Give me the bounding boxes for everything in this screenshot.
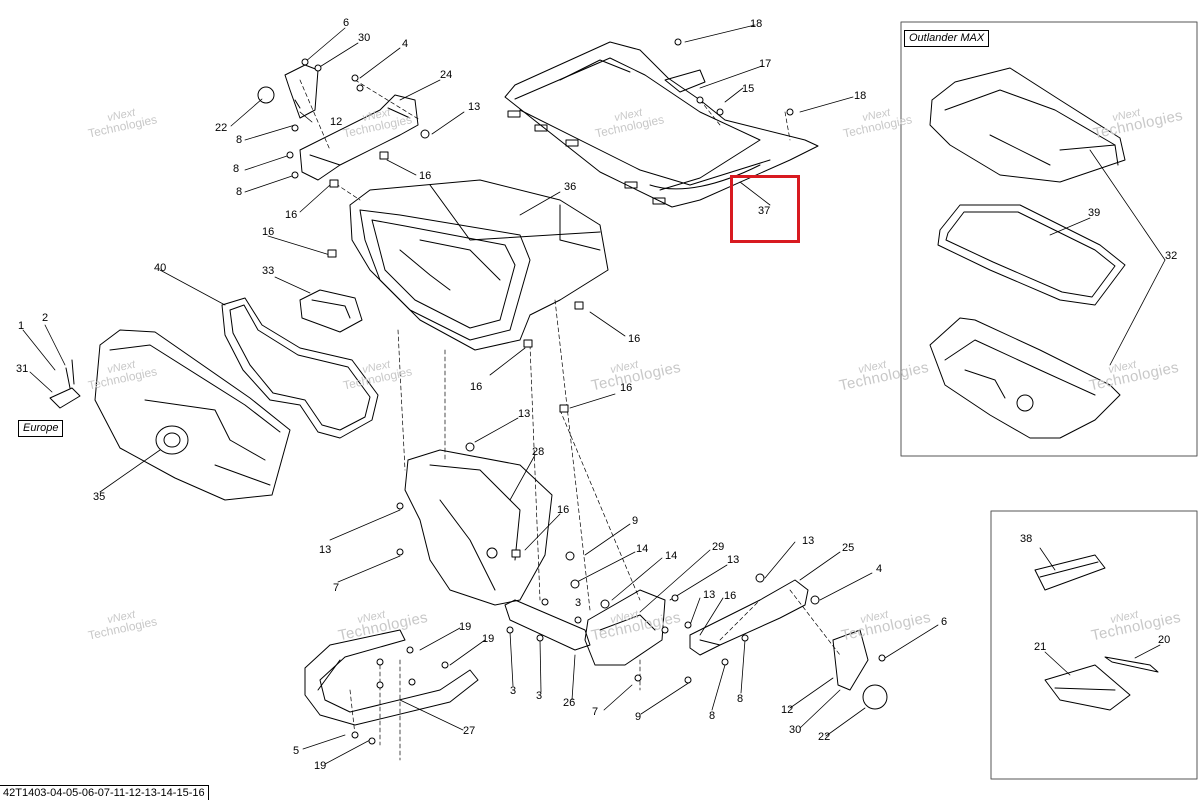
callout-part-31[interactable]: 31 [16,363,29,375]
callout-part-12[interactable]: 12 [781,704,794,716]
part-21-tool [1044,664,1131,711]
callout-part-33[interactable]: 33 [262,265,275,277]
callout-part-16[interactable]: 16 [419,170,432,182]
callout-part-30[interactable]: 30 [789,724,802,736]
callout-part-20[interactable]: 20 [1158,634,1171,646]
part-30-plate-lower [832,629,869,691]
callout-part-13[interactable]: 13 [518,408,531,420]
callout-part-27[interactable]: 27 [463,725,476,737]
callout-part-3[interactable]: 3 [510,685,517,697]
callout-part-9[interactable]: 9 [632,515,639,527]
callout-part-39[interactable]: 39 [1088,207,1101,219]
callout-part-2[interactable]: 2 [42,312,49,324]
callout-part-22[interactable]: 22 [818,731,831,743]
part-26-bracket [504,599,591,651]
part-20-wrench [1104,656,1159,673]
part-24-bracket [299,94,419,181]
callout-part-38[interactable]: 38 [1020,533,1033,545]
part-25-bracket [689,579,809,656]
callout-part-15[interactable]: 15 [742,83,755,95]
callout-part-19[interactable]: 19 [482,633,495,645]
upper-left-bracket-parts [257,64,319,119]
outlander-max-label: Outlander MAX [904,30,990,47]
callout-part-22[interactable]: 22 [215,122,228,134]
callout-part-13[interactable]: 13 [703,589,716,601]
callout-part-16[interactable]: 16 [470,381,483,393]
callout-part-7[interactable]: 7 [333,582,340,594]
callout-part-6[interactable]: 6 [343,17,350,29]
part-27-bumper [304,629,479,726]
callout-part-8[interactable]: 8 [236,186,243,198]
callout-part-8[interactable]: 8 [236,134,243,146]
callout-part-16[interactable]: 16 [262,226,275,238]
callout-part-30[interactable]: 30 [358,32,371,44]
europe-latch-parts [49,359,81,409]
callout-part-18[interactable]: 18 [854,90,867,102]
callout-part-4[interactable]: 4 [876,563,883,575]
callout-part-24[interactable]: 24 [440,69,453,81]
part-32-box [929,317,1121,439]
callout-part-19[interactable]: 19 [459,621,472,633]
part-39-seal [937,204,1126,306]
callout-part-13[interactable]: 13 [802,535,815,547]
callout-part-35[interactable]: 35 [93,491,106,503]
part-40-gasket [221,297,379,439]
callout-part-16[interactable]: 16 [557,504,570,516]
tool-kit-inset-frame [990,510,1198,780]
callout-part-25[interactable]: 25 [842,542,855,554]
part-36-storage-box [349,179,609,351]
callout-part-17[interactable]: 17 [759,58,772,70]
part-35-front-panel [94,329,291,501]
drawing-code: 42T1403-04-05-06-07-11-12-13-14-15-16 [0,785,209,800]
part-32-lid [929,67,1126,183]
outlander-max-inset-frame [900,21,1198,457]
callout-part-19[interactable]: 19 [314,760,327,772]
callout-part-16[interactable]: 16 [285,209,298,221]
part-22-reflector-lower [862,684,888,710]
callout-part-26[interactable]: 26 [563,697,576,709]
callout-part-14[interactable]: 14 [636,543,649,555]
callout-part-5[interactable]: 5 [293,745,300,757]
callout-part-1[interactable]: 1 [18,320,25,332]
callout-part-8[interactable]: 8 [737,693,744,705]
callout-part-7[interactable]: 7 [592,706,599,718]
callout-part-16[interactable]: 16 [628,333,641,345]
callout-part-18[interactable]: 18 [750,18,763,30]
highlighted-part-box [730,175,800,243]
part-28-fender [404,449,553,606]
callout-part-40[interactable]: 40 [154,262,167,274]
callout-part-13[interactable]: 13 [319,544,332,556]
part-29-hitch [584,589,666,666]
callout-part-3[interactable]: 3 [575,597,582,609]
callout-part-9[interactable]: 9 [635,711,642,723]
callout-part-32[interactable]: 32 [1165,250,1178,262]
callout-part-36[interactable]: 36 [564,181,577,193]
callout-part-13[interactable]: 13 [468,101,481,113]
callout-part-13[interactable]: 13 [727,554,740,566]
europe-label: Europe [18,420,64,437]
callout-part-21[interactable]: 21 [1034,641,1047,653]
callout-part-6[interactable]: 6 [941,616,948,628]
part-37-tray [504,41,819,208]
callout-part-37[interactable]: 37 [758,205,771,217]
callout-part-8[interactable]: 8 [233,163,240,175]
callout-part-28[interactable]: 28 [532,446,545,458]
callout-part-16[interactable]: 16 [620,382,633,394]
callout-part-12[interactable]: 12 [330,116,343,128]
part-38-strap [1034,554,1106,591]
part-33-latch [299,289,363,333]
callout-part-3[interactable]: 3 [536,690,543,702]
callout-part-16[interactable]: 16 [724,590,737,602]
callout-part-8[interactable]: 8 [709,710,716,722]
callout-part-29[interactable]: 29 [712,541,725,553]
callout-part-4[interactable]: 4 [402,38,409,50]
callout-part-14[interactable]: 14 [665,550,678,562]
